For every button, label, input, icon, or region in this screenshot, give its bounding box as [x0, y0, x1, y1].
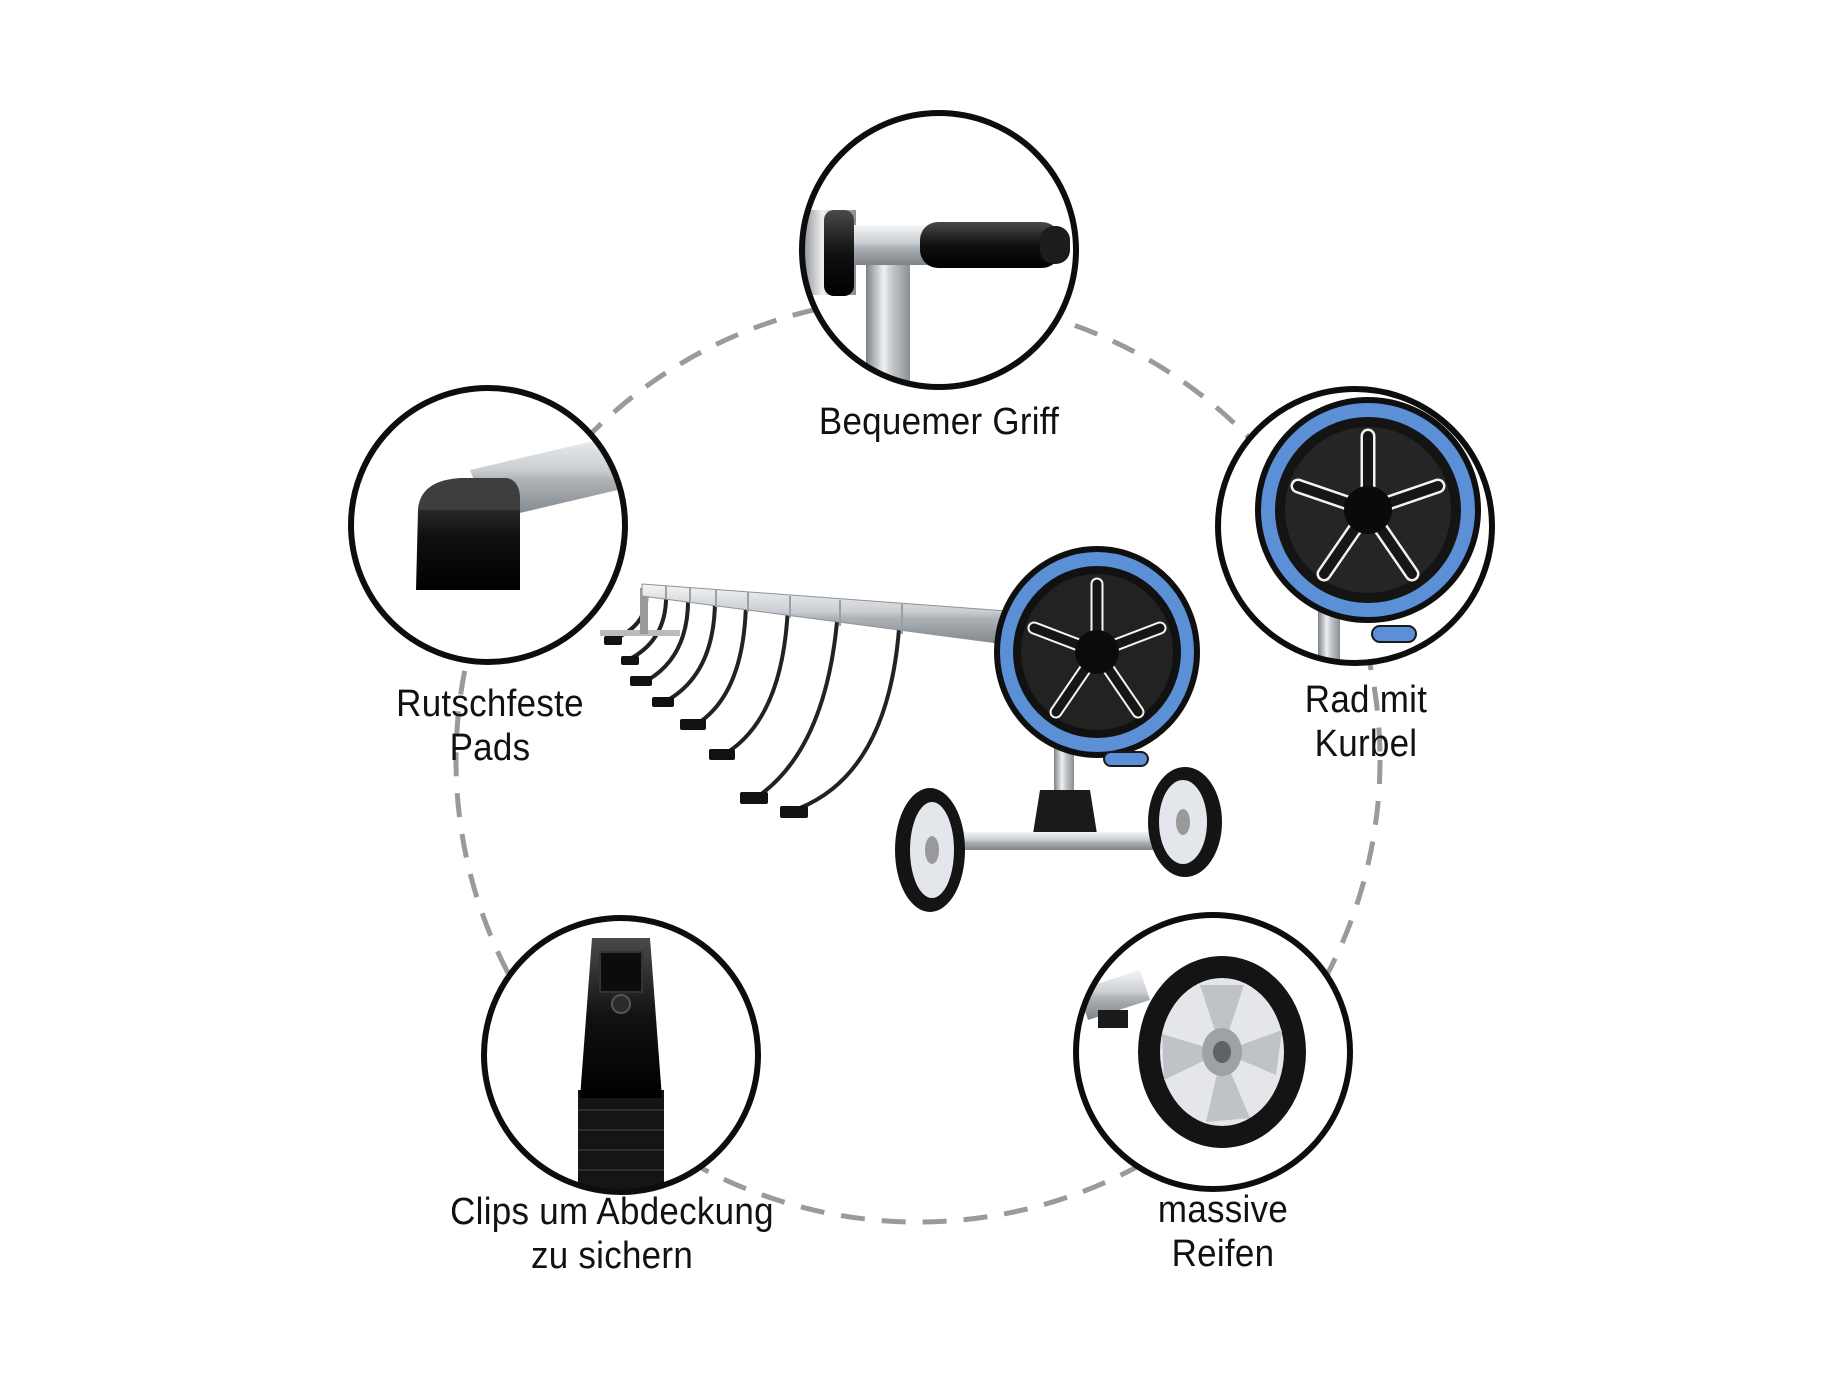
strap-clip-closeup-icon: [481, 915, 761, 1195]
feature-label-tyres: massive Reifen: [1085, 1188, 1361, 1276]
solid-tyre-closeup-icon: [1073, 912, 1353, 1192]
feature-label-clips: Clips um Abdeckung zu sichern: [428, 1190, 796, 1278]
feature-label-handle: Bequemer Griff: [801, 400, 1077, 444]
feature-label-wheel: Rad mit Kurbel: [1228, 678, 1504, 766]
feature-label-pads-line-1: Rutschfeste: [396, 683, 584, 725]
feature-label-wheel-line-1: Rad mit: [1304, 679, 1428, 721]
feature-label-handle-line-1: Bequemer Griff: [818, 401, 1060, 443]
handle-closeup-icon: [799, 110, 1079, 390]
crank-wheel-closeup-icon: [1215, 386, 1495, 666]
feature-label-clips-line-1: Clips um Abdeckung: [450, 1191, 774, 1233]
pool-cover-reel-icon: [600, 546, 1222, 912]
end-cap-closeup-icon: [348, 385, 628, 665]
feature-label-clips-line-2: zu sichern: [530, 1235, 694, 1277]
feature-label-pads: Rutschfeste Pads: [352, 682, 628, 770]
feature-label-tyres-line-2: Reifen: [1171, 1233, 1275, 1275]
feature-label-pads-line-2: Pads: [449, 727, 531, 769]
feature-label-wheel-line-2: Kurbel: [1314, 723, 1418, 765]
feature-label-tyres-line-1: massive: [1157, 1189, 1289, 1231]
